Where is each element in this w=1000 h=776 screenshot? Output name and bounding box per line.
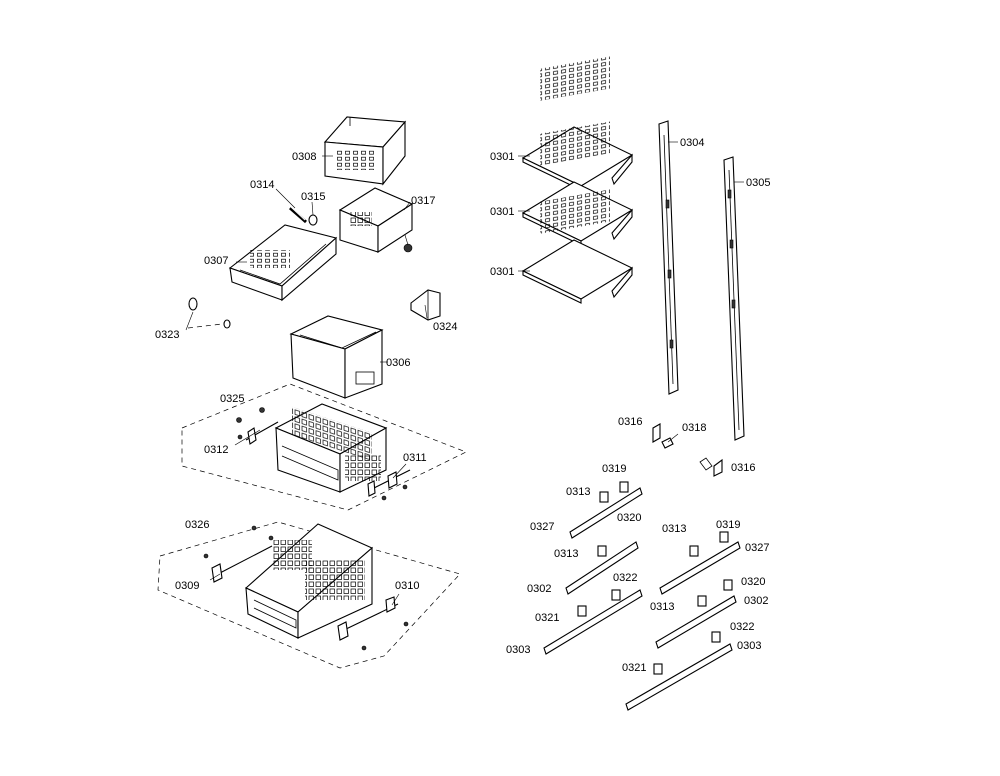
label-0313-b: 0313 — [554, 548, 578, 560]
label-0308: 0308 — [292, 151, 316, 163]
part-0301-shelf-bottom — [521, 189, 634, 304]
part-0317-ice-maker — [338, 187, 414, 254]
label-0305: 0305 — [746, 177, 770, 189]
label-0302-right: 0302 — [744, 595, 768, 607]
part-labels: 0308 0314 0315 0317 0307 0323 0324 0306 … — [155, 137, 770, 674]
label-0316-left: 0316 — [618, 416, 642, 428]
label-0322-right: 0322 — [730, 621, 754, 633]
label-0327-right: 0327 — [745, 542, 769, 554]
label-0320-right: 0320 — [741, 576, 765, 588]
label-0304: 0304 — [680, 137, 704, 149]
part-0304-rail — [658, 120, 679, 395]
part-0312-slide — [236, 407, 279, 445]
label-0307: 0307 — [204, 255, 228, 267]
label-0313-d: 0313 — [650, 601, 674, 613]
label-0319-left: 0319 — [602, 463, 626, 475]
label-0306: 0306 — [386, 357, 410, 369]
label-0325: 0325 — [220, 393, 244, 405]
part-0302-rail-left — [565, 541, 639, 595]
label-0302-left: 0302 — [527, 583, 551, 595]
part-0306-bin — [289, 315, 384, 399]
label-0301-middle: 0301 — [490, 206, 514, 218]
label-0318: 0318 — [682, 422, 706, 434]
part-0327-rail-left — [569, 481, 643, 539]
label-0326: 0326 — [185, 519, 209, 531]
part-0316-clip-left — [652, 423, 661, 443]
part-0316-clip-right — [699, 457, 723, 477]
label-0314: 0314 — [250, 179, 274, 191]
part-0303-rail-right — [625, 631, 733, 711]
label-0310: 0310 — [395, 580, 419, 592]
part-0307-tray — [228, 224, 338, 302]
label-0323: 0323 — [155, 329, 179, 341]
part-0325-drawer-assembly — [181, 383, 467, 511]
label-0319-right: 0319 — [716, 519, 740, 531]
label-0316-right: 0316 — [731, 462, 755, 474]
label-0324: 0324 — [433, 321, 457, 333]
label-0303-right: 0303 — [737, 640, 761, 652]
label-0313-a: 0313 — [566, 486, 590, 498]
part-0305-rail — [723, 156, 745, 441]
part-0302-rail-right — [655, 579, 737, 649]
label-0309: 0309 — [175, 580, 199, 592]
part-0310-slide — [337, 596, 409, 651]
label-0303-left: 0303 — [506, 644, 530, 656]
label-0321-left: 0321 — [535, 612, 559, 624]
part-0301-shelf-top — [521, 56, 634, 191]
label-0315: 0315 — [301, 191, 325, 203]
label-0317: 0317 — [411, 195, 435, 207]
label-0301-top: 0301 — [490, 151, 514, 163]
part-0327-rail-right — [659, 531, 741, 595]
label-0320-left: 0320 — [617, 512, 641, 524]
label-0312: 0312 — [204, 444, 228, 456]
label-0321-right: 0321 — [622, 662, 646, 674]
part-0308-bin — [323, 116, 407, 186]
part-0315-cap — [308, 214, 318, 226]
leader-lines — [185, 141, 744, 606]
label-0301-bottom: 0301 — [490, 266, 514, 278]
part-0323-clips — [187, 297, 231, 329]
label-0313-c: 0313 — [662, 523, 686, 535]
label-0327-left: 0327 — [530, 521, 554, 533]
part-0324-bracket — [410, 289, 441, 321]
label-0322-left: 0322 — [613, 572, 637, 584]
part-0314-rod — [289, 206, 307, 224]
part-0303-rail-left — [543, 589, 643, 655]
part-0326-basket-assembly — [157, 521, 461, 669]
label-0311: 0311 — [403, 452, 427, 464]
